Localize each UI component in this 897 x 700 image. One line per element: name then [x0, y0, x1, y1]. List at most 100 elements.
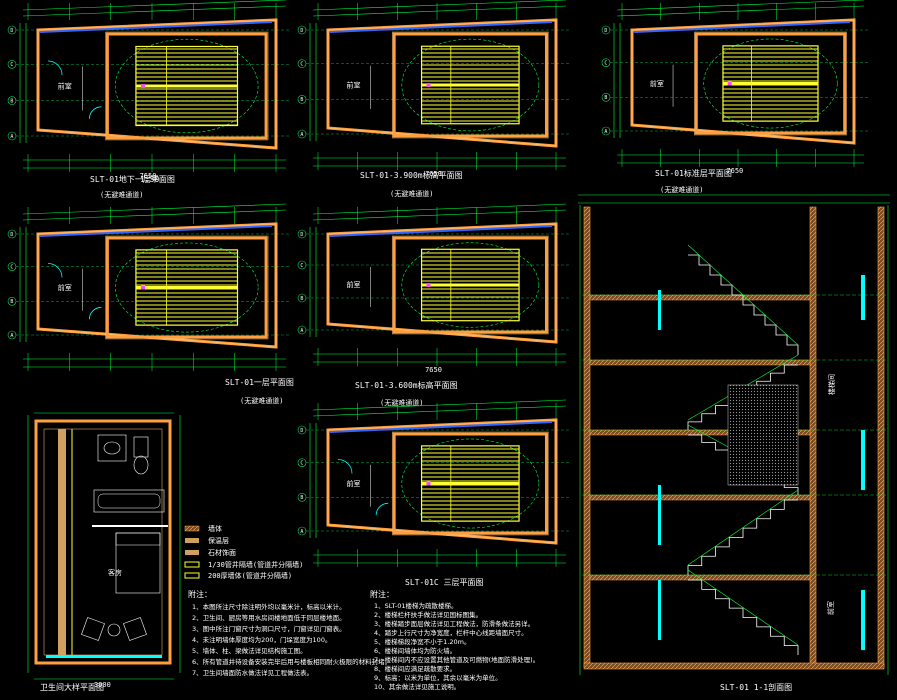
dimension-total: 7650	[425, 366, 442, 374]
wet-room-label: 客房	[108, 568, 122, 577]
stair-shaft-wall-outer	[391, 235, 549, 335]
dim-line-top	[616, 0, 865, 11]
stair-shaft-wall	[392, 432, 548, 535]
room-label: 前室	[347, 80, 361, 89]
legend-swatch-wall200	[184, 572, 200, 579]
notes-left: 附注： 1、本图所注尺寸除注明外均以毫米计，标高以米计。 2、卫生间、厨房等用水…	[188, 589, 391, 677]
dim-line-top	[312, 399, 567, 411]
outer-wall-edge	[631, 19, 855, 144]
armchair	[123, 617, 147, 641]
room-label: 前室	[347, 280, 361, 289]
wet-outer-wall	[34, 419, 172, 665]
legend-item-4: 200厚墙体(管道井分隔墙)	[208, 571, 292, 580]
door-swing	[88, 106, 102, 119]
section-wall-left	[583, 206, 591, 668]
axis-bubble-label: D	[604, 28, 607, 34]
axis-bubble-label: A	[604, 129, 607, 135]
axis-bubble-label: A	[10, 333, 13, 339]
axis-bubble-label: A	[300, 328, 303, 334]
notes-right-heading: 附注：	[370, 589, 394, 599]
axis-bubble-label: A	[10, 134, 13, 140]
outer-wall-edge	[327, 19, 557, 147]
stair-shaft-wall	[392, 32, 548, 138]
bathtub-inner	[97, 493, 161, 509]
armchair	[81, 617, 105, 641]
landing-outline	[703, 38, 838, 129]
room-label: 前室	[58, 283, 72, 292]
wet-plan-title: 卫生间大样平面图	[40, 682, 104, 692]
washbasin	[97, 434, 127, 462]
stair-shaft-wall-outer	[694, 31, 847, 136]
stair-up-marker	[141, 285, 146, 290]
door-swing	[47, 263, 63, 278]
wet-pipe-wall	[58, 429, 66, 655]
axis-bubble-label: D	[10, 232, 13, 238]
dim-line-top-2	[22, 5, 287, 17]
legend-swatch-insulation	[185, 538, 199, 543]
facade-glazing	[329, 421, 553, 433]
plan-a-note: (无避难通道)	[100, 190, 143, 199]
toilet-bowl	[133, 455, 149, 475]
stair-handrail	[687, 569, 799, 646]
axis-bubble-label: C	[604, 60, 607, 66]
section-floor-slab	[589, 494, 811, 501]
notes-left-line-6: 7、卫生间墙面防水做法详见工程做法表。	[192, 668, 313, 677]
section-base-slab	[583, 662, 885, 670]
plan-a-title: SLT-01地下一层平面图	[90, 174, 175, 184]
notes-left-line-5: 6、所有管道井待设备安装完毕后用与楼板相同耐火极限的材料封堵。	[192, 657, 391, 666]
stair-shaft-wall	[694, 32, 847, 135]
washbasin-bowl	[103, 441, 121, 455]
landing-outline	[401, 38, 540, 132]
stair-handrail	[687, 244, 799, 346]
axis-bubble-label: D	[10, 28, 13, 34]
bath-partition	[92, 525, 168, 527]
notes-right-line-9: 10、其余做法详见施工说明。	[374, 682, 460, 691]
landing-outline	[401, 438, 540, 529]
notes-right-line-3: 4、踏步上行尺寸为净宽度，栏杆中心线距墙面尺寸。	[374, 628, 528, 637]
dim-line-top	[22, 203, 287, 215]
stair-shaft-wall-outer	[391, 31, 549, 139]
legend-item-3: 1/30管井隔墙(管道井分隔墙)	[208, 560, 303, 569]
axis-bubble-label: B	[10, 98, 13, 104]
axis-bubble-label: B	[10, 299, 13, 305]
bathtub	[93, 489, 165, 513]
plan-c-title: SLT-01标准层平面图	[655, 168, 732, 178]
section-floor-slab	[589, 294, 811, 301]
notes-right-line-7: 8、楼梯间应满足疏散要求。	[374, 664, 456, 673]
notes-left-line-3: 4、未注明墙体厚度均为200，门垛宽度为100。	[192, 635, 331, 644]
section-label: 楼梯间	[827, 374, 836, 395]
axis-bubble-label: A	[300, 529, 303, 535]
axis-bubble-label: D	[300, 428, 303, 434]
stair-shaft-wall-outer	[391, 431, 549, 536]
notes-right-line-1: 2、楼梯栏杆扶手做法详见国标图集。	[374, 610, 482, 619]
plan-e-title: SLT-01-3.600m标高平面图	[355, 380, 458, 390]
stair-flight-steps	[688, 254, 799, 355]
notes-left-line-4: 5、墙体、柱、梁做法详见结构施工图。	[192, 646, 307, 655]
stair-flight-steps	[687, 499, 798, 575]
axis-bubble-label: D	[300, 28, 303, 34]
notes-right-line-4: 5、楼梯梯段净宽不小于1.20m。	[374, 637, 470, 646]
legend-item-0: 墙体	[208, 524, 222, 533]
legend-item-2: 石材饰面	[208, 548, 236, 557]
axis-bubble-label: C	[300, 460, 303, 466]
landing-outline	[114, 242, 259, 333]
stair-flight-steps	[688, 579, 799, 655]
axis-bubble-label: C	[10, 62, 13, 68]
door-swing	[375, 502, 389, 516]
section-floor-slab	[589, 359, 811, 366]
room-label: 前室	[58, 82, 72, 91]
stair-handrail	[687, 489, 799, 566]
outer-wall-edge	[37, 223, 277, 348]
stair-shaft-wall-outer	[105, 235, 269, 340]
notes-right-line-2: 3、楼梯踏步面层做法详见工程做法，防滑条做法另详。	[374, 619, 534, 628]
section-window	[658, 580, 661, 640]
section-wall-right	[877, 206, 885, 668]
dim-line-top	[312, 203, 567, 215]
section-window-right	[861, 590, 865, 650]
outer-wall-edge	[327, 223, 557, 343]
